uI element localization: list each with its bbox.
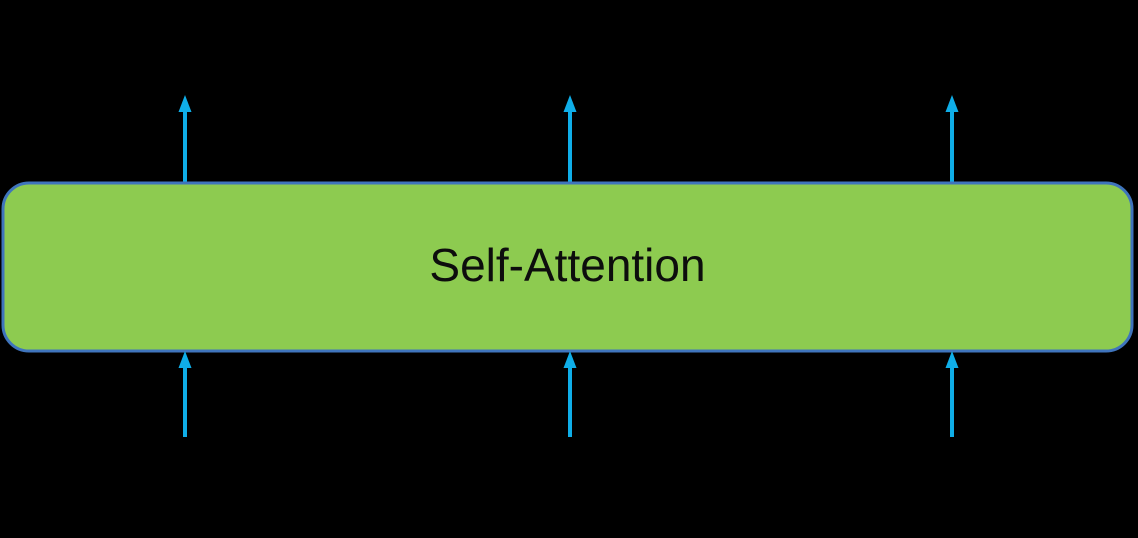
input-arrow-3-head-icon — [945, 351, 959, 368]
output-arrows-group — [178, 95, 959, 183]
self-attention-label: Self-Attention — [429, 239, 705, 291]
self-attention-block[interactable] — [1, 181, 1134, 353]
output-arrow-3-head-icon — [945, 95, 959, 112]
output-arrow-2-head-icon — [563, 95, 577, 112]
input-arrow-1 — [178, 351, 192, 437]
input-arrow-1-head-icon — [178, 351, 192, 368]
input-arrow-3 — [945, 351, 959, 437]
input-arrow-2 — [563, 351, 577, 437]
output-arrow-3 — [945, 95, 959, 183]
output-arrow-1 — [178, 95, 192, 183]
input-arrows-group — [178, 351, 959, 437]
output-arrow-1-head-icon — [178, 95, 192, 112]
input-arrow-2-head-icon — [563, 351, 577, 368]
output-arrow-2 — [563, 95, 577, 183]
